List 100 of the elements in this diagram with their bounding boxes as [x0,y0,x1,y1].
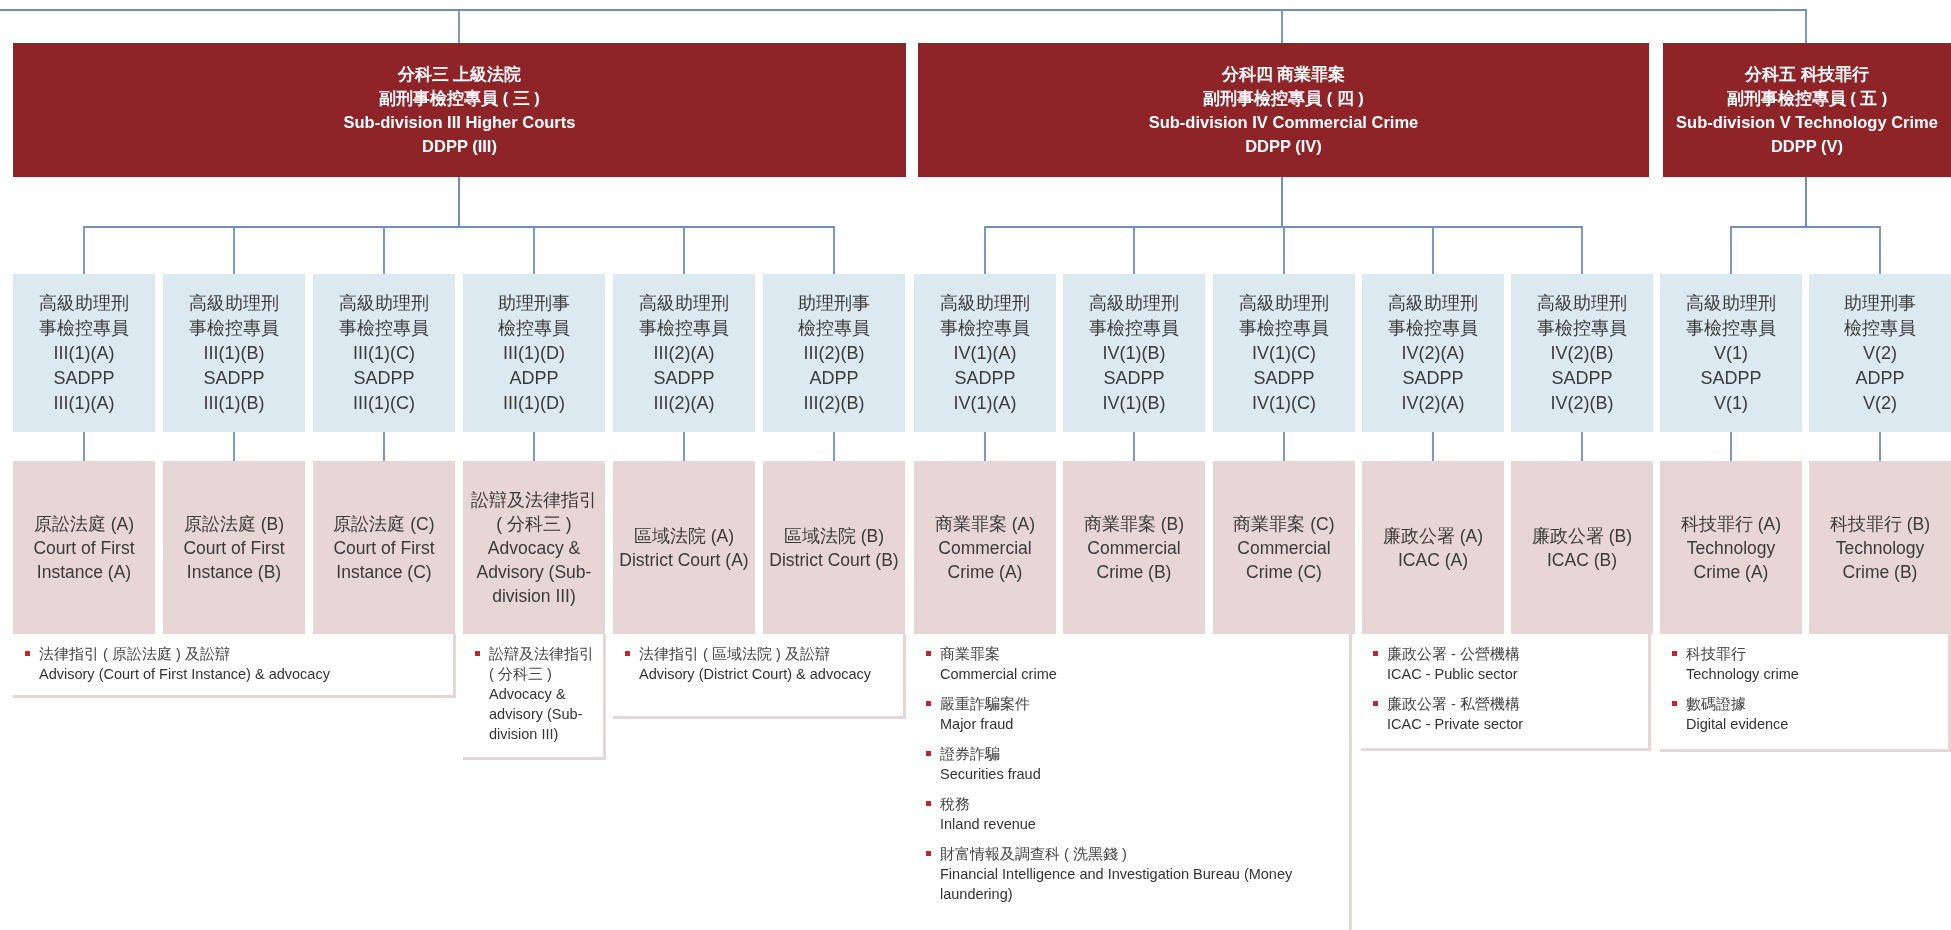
position-label: 高級助理刑事檢控專員 [1685,291,1777,340]
position-label: IV(2)(B) [1550,341,1614,365]
position-box [763,274,905,432]
team-label: Commercial Crime (B) [1086,536,1182,584]
team-label: Commercial Crime (A) [937,536,1033,584]
team-box [613,461,755,634]
team-box [463,461,605,634]
division-label: DDPP (V) [1770,136,1844,157]
position-label: ADPP [809,366,859,390]
position-label: 高級助理刑事檢控專員 [1088,291,1180,340]
position-label: 助理刑事檢控專員 [1843,291,1917,340]
team-label: Court of First Instance (A) [32,536,136,584]
position-box [1362,274,1504,432]
team-label: Advocacy & Advisory (Sub-division III) [475,536,593,608]
team-label: District Court (B) [769,548,899,572]
connector-line [833,431,835,462]
position-box [1063,274,1205,432]
team-label: 區域法院 (A) [633,524,735,548]
duty-label: 訟辯及法律指引 ( 分科三 ) [489,645,595,684]
duty-translation: Advisory (Court of First Instance) & advocacy [39,665,331,684]
division-label: 分科五 科技罪行 [1745,64,1869,85]
team-label: Commercial Crime (C) [1236,536,1332,584]
position-label: IV(1)(A) [953,391,1017,415]
connector-line [1879,431,1881,462]
duty-translation: Advocacy & advisory (Sub-division III) [489,685,584,744]
connector-line [984,431,986,462]
division-label: 分科三 上級法院 [397,64,522,85]
team-label: 廉政公署 (B) [1531,524,1633,548]
position-label: 高級助理刑事檢控專員 [1536,291,1628,340]
position-box [163,274,305,432]
position-label: SADPP [954,366,1016,390]
team-label: District Court (A) [619,548,749,572]
division-label: 副刑事檢控專員 ( 三 ) [379,88,540,109]
team-label: ICAC (B) [1547,548,1617,572]
division-label: Sub-division III Higher Courts [343,112,576,133]
position-label: III(2)(B) [803,391,865,415]
position-label: V(1) [1714,391,1748,415]
position-label: IV(2)(A) [1401,391,1465,415]
position-label: SADPP [1253,366,1315,390]
duty-label: 財富情報及調查科 ( 洗黑錢 ) [940,845,1128,864]
position-box [1511,274,1653,432]
position-label: 高級助理刑事檢控專員 [38,291,130,340]
division-box [13,43,906,177]
position-label: III(1)(A) [53,391,115,415]
position-label: 高級助理刑事檢控專員 [338,291,430,340]
division-label: 副刑事檢控專員 ( 四 ) [1203,88,1364,109]
connector-line [1283,431,1285,462]
team-label: Court of First Instance (B) [182,536,286,584]
connector-line [1432,431,1434,462]
position-label: III(1)(D) [503,341,565,365]
division-label: 分科四 商業罪案 [1221,64,1346,85]
team-label: 原訟法庭 (B) [183,512,285,536]
division-label: Sub-division IV Commercial Crime [1148,112,1419,133]
position-label: SADPP [353,366,415,390]
team-label: Technology Crime (B) [1834,536,1926,584]
position-label: III(1)(A) [53,341,115,365]
connector-line [83,431,85,462]
team-box [1809,461,1951,634]
position-box [13,274,155,432]
position-label: III(1)(D) [503,391,565,415]
duty-label: 廉政公署 - 公營機構 [1387,645,1521,664]
duty-translation: ICAC - Private sector [1387,715,1525,734]
position-label: SADPP [1103,366,1165,390]
team-label: 科技罪行 (A) [1680,512,1782,536]
duties-panel [1361,634,1651,751]
position-label: SADPP [203,366,265,390]
position-label: IV(1)(C) [1252,341,1316,365]
team-box [313,461,455,634]
team-label: Court of First Instance (C) [332,536,436,584]
position-box [1660,274,1802,432]
team-label: 原訟法庭 (C) [333,512,435,536]
division-box [1663,43,1951,177]
position-box [313,274,455,432]
position-label: 高級助理刑事檢控專員 [939,291,1031,340]
division-label: Sub-division V Technology Crime [1676,112,1938,133]
team-label: 區域法院 (B) [783,524,885,548]
team-label: 訟辯及法律指引 ( 分科三 ) [470,488,598,536]
connector-line [1805,176,1881,275]
position-label: III(2)(A) [653,391,715,415]
duties-panel [13,634,456,698]
position-label: ADPP [1855,366,1905,390]
duty-label: 商業罪案 [940,645,1001,664]
position-label: IV(1)(B) [1102,341,1166,365]
duty-label: 廉政公署 - 私營機構 [1387,695,1521,714]
team-label: 商業罪案 (B) [1083,512,1185,536]
duties-panel [1660,634,1951,752]
connector-line [1730,431,1732,462]
position-label: SADPP [653,366,715,390]
division-label: DDPP (IV) [1245,136,1322,157]
team-box [1362,461,1504,634]
duty-label: 嚴重詐騙案件 [940,695,1031,714]
duty-label: 法律指引 ( 原訟法庭 ) 及訟辯 [39,645,231,664]
connector-line [1581,431,1583,462]
position-box [613,274,755,432]
position-label: SADPP [1551,366,1613,390]
duties-panel [613,634,906,719]
team-label: 原訟法庭 (A) [33,512,135,536]
duty-label: 數碼證據 [1686,695,1747,714]
duty-translation: ICAC - Public sector [1387,665,1519,684]
team-label: 商業罪案 (A) [934,512,1036,536]
